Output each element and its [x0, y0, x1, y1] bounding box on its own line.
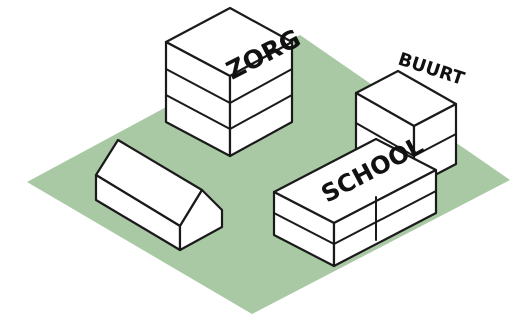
house-building	[94, 138, 224, 252]
zorg-building	[164, 6, 294, 158]
school-building	[272, 137, 438, 268]
